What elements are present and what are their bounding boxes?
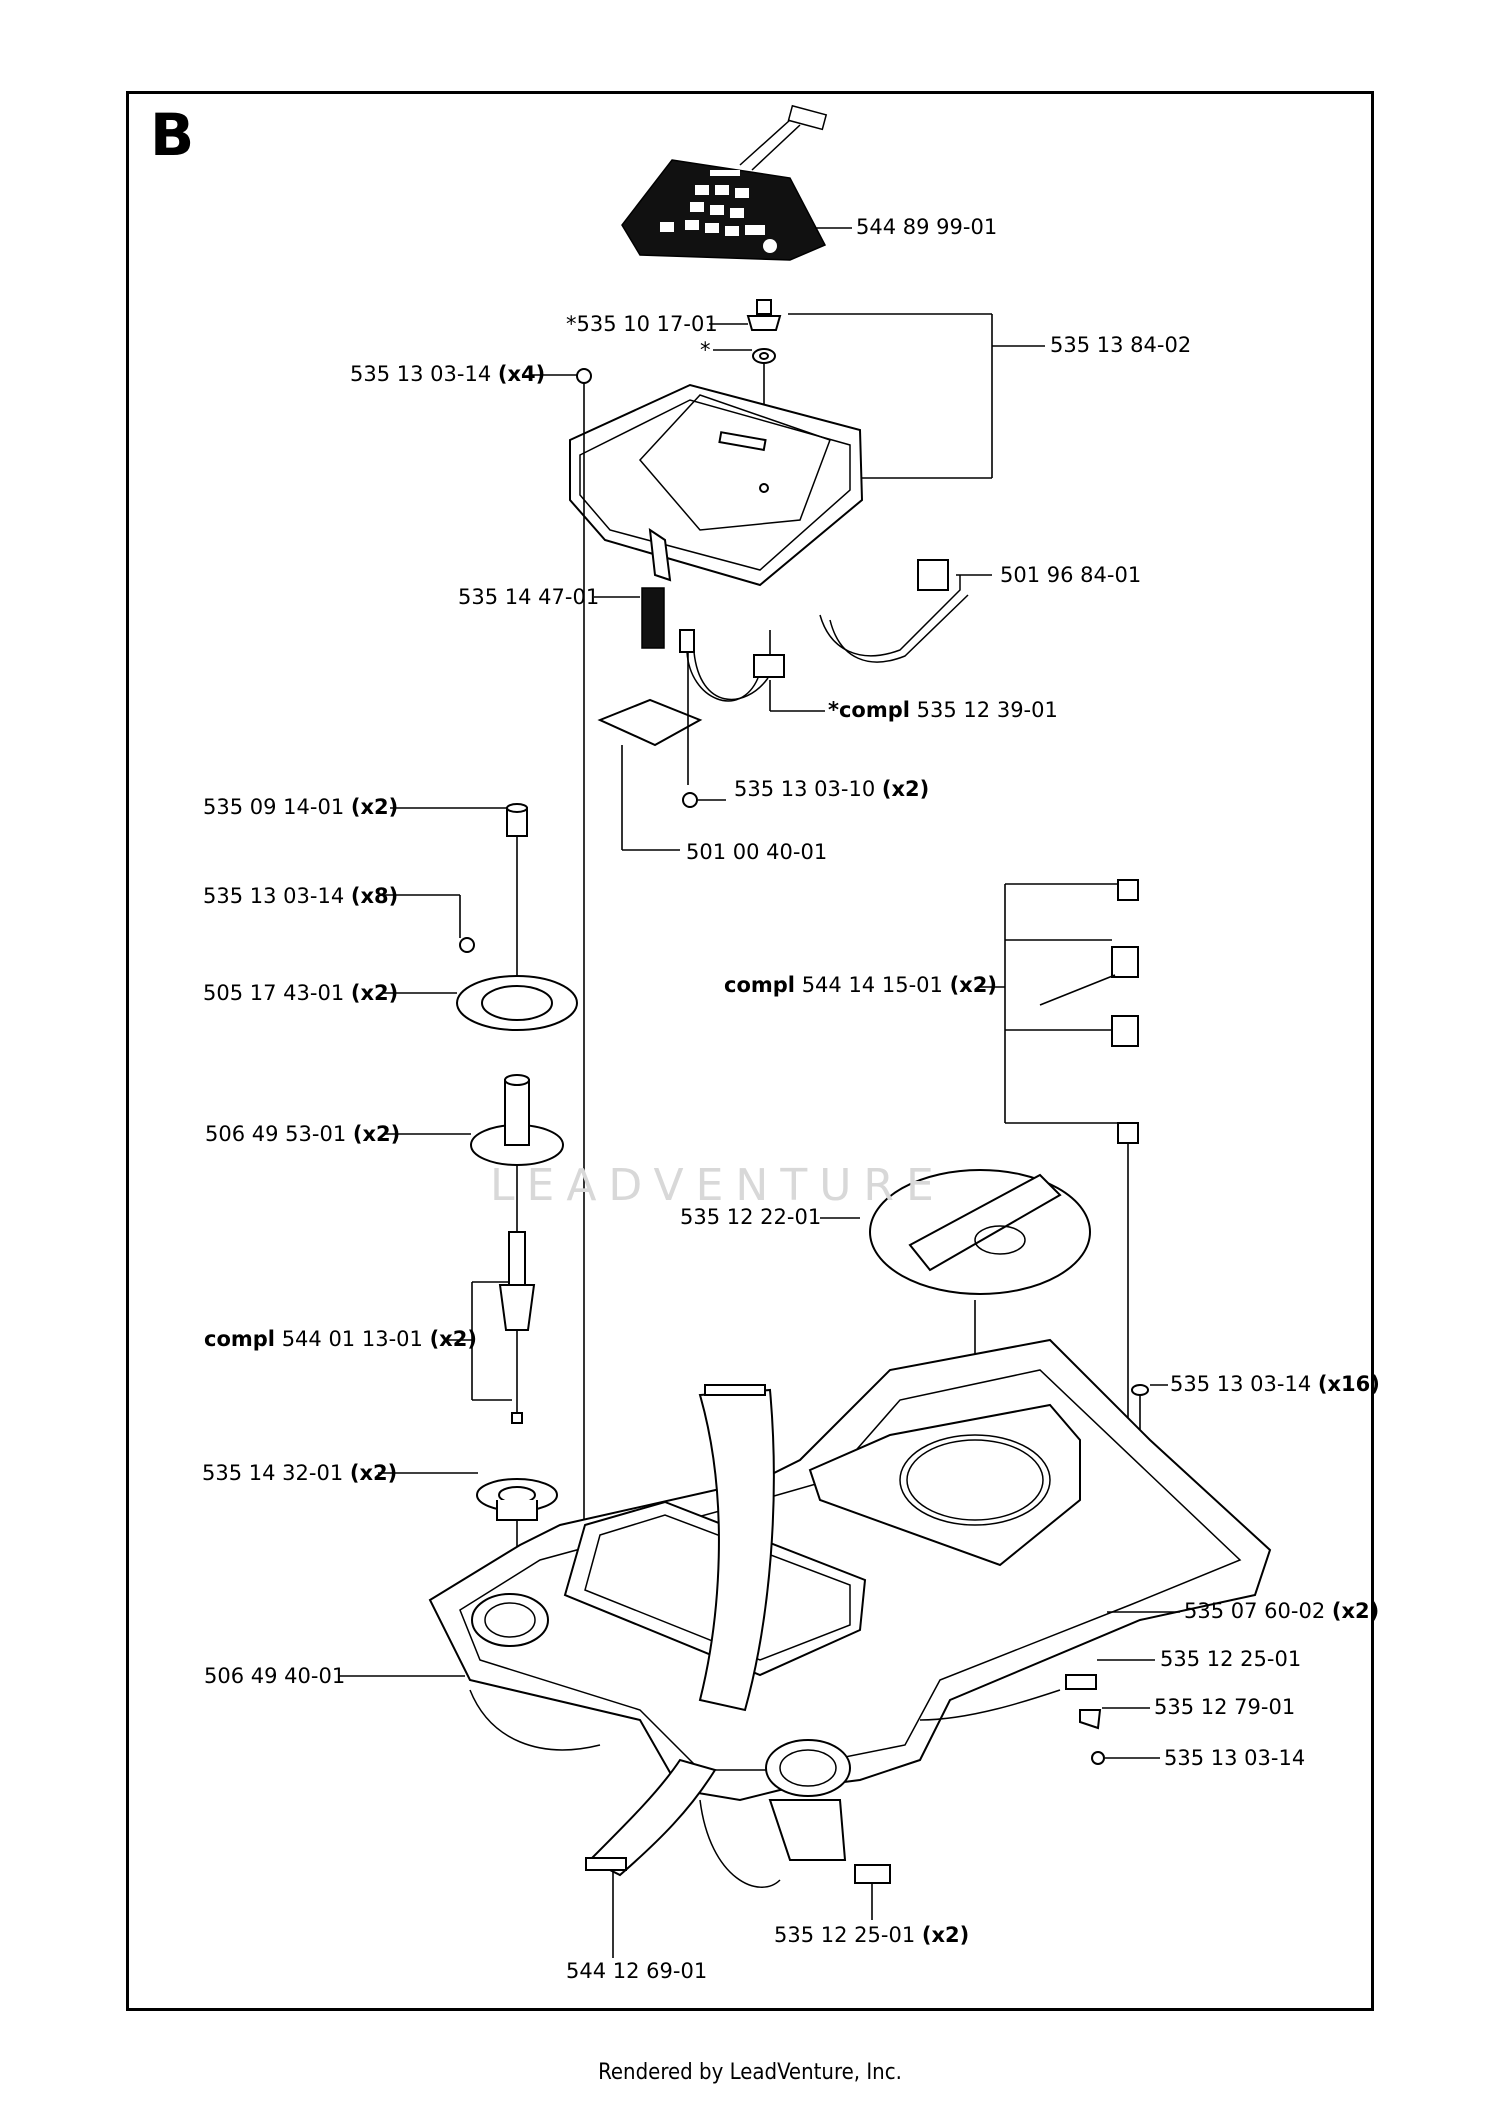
part-label-535-12-39-01[interactable]: *compl 535 12 39-01 [828, 698, 1058, 722]
part-label-544-14-15-01[interactable]: compl 544 14 15-01 (x2) [724, 973, 997, 997]
diagram-frame [126, 91, 1374, 2011]
part-label-535-13-03-14-x16[interactable]: 535 13 03-14 (x16) [1170, 1372, 1380, 1396]
keypad-decal-drawing [621, 104, 828, 261]
electronics-drawing [597, 559, 969, 808]
part-label-544-01-13-01[interactable]: compl 544 01 13-01 (x2) [204, 1327, 477, 1351]
section-letter: B [150, 101, 195, 169]
part-label-535-09-14-01[interactable]: 535 09 14-01 (x2) [203, 795, 399, 819]
part-label-535-13-03-14[interactable]: 535 13 03-14 [1164, 1746, 1306, 1770]
part-label-535-13-03-14-x4[interactable]: 535 13 03-14 (x4) [350, 362, 546, 386]
part-label-506-49-40-01[interactable]: 506 49 40-01 [204, 1664, 346, 1688]
part-label-star[interactable]: * [700, 338, 711, 362]
part-label-506-49-53-01[interactable]: 506 49 53-01 (x2) [205, 1122, 401, 1146]
part-label-505-17-43-01[interactable]: 505 17 43-01 (x2) [203, 981, 399, 1005]
part-label-535-12-79-01[interactable]: 535 12 79-01 [1154, 1695, 1296, 1719]
part-label-544-89-99-01[interactable]: 544 89 99-01 [856, 215, 998, 239]
part-label-535-14-47-01[interactable]: 535 14 47-01 [458, 585, 600, 609]
cover-drawing [569, 383, 864, 587]
blade-disc-drawing [869, 1169, 1091, 1480]
chassis-drawing [428, 1338, 1272, 1888]
part-label-535-14-32-01[interactable]: 535 14 32-01 (x2) [202, 1461, 398, 1485]
part-label-544-12-69-01[interactable]: 544 12 69-01 [566, 1959, 708, 1983]
left-column-drawing [456, 368, 592, 1620]
part-label-535-12-22-01[interactable]: 535 12 22-01 [680, 1205, 822, 1229]
part-label-535-13-03-14-x8[interactable]: 535 13 03-14 (x8) [203, 884, 399, 908]
part-label-535-10-17-01[interactable]: *535 10 17-01 [566, 312, 718, 336]
footer-credit: Rendered by LeadVenture, Inc. [598, 2060, 902, 2085]
part-label-501-00-40-01[interactable]: 501 00 40-01 [686, 840, 828, 864]
part-label-535-12-25-01-x2[interactable]: 535 12 25-01 (x2) [774, 1923, 970, 1947]
part-label-535-13-84-02[interactable]: 535 13 84-02 [1050, 333, 1192, 357]
wheel-parts-drawing [1039, 879, 1149, 1570]
part-label-501-96-84-01[interactable]: 501 96 84-01 [1000, 563, 1142, 587]
leader-lines [338, 227, 1180, 1958]
part-label-535-12-25-01[interactable]: 535 12 25-01 [1160, 1647, 1302, 1671]
watermark-text: LEADVENTURE [490, 1160, 946, 1211]
part-label-535-13-03-10[interactable]: 535 13 03-10 (x2) [734, 777, 930, 801]
part-label-535-07-60-02[interactable]: 535 07 60-02 (x2) [1184, 1599, 1380, 1623]
